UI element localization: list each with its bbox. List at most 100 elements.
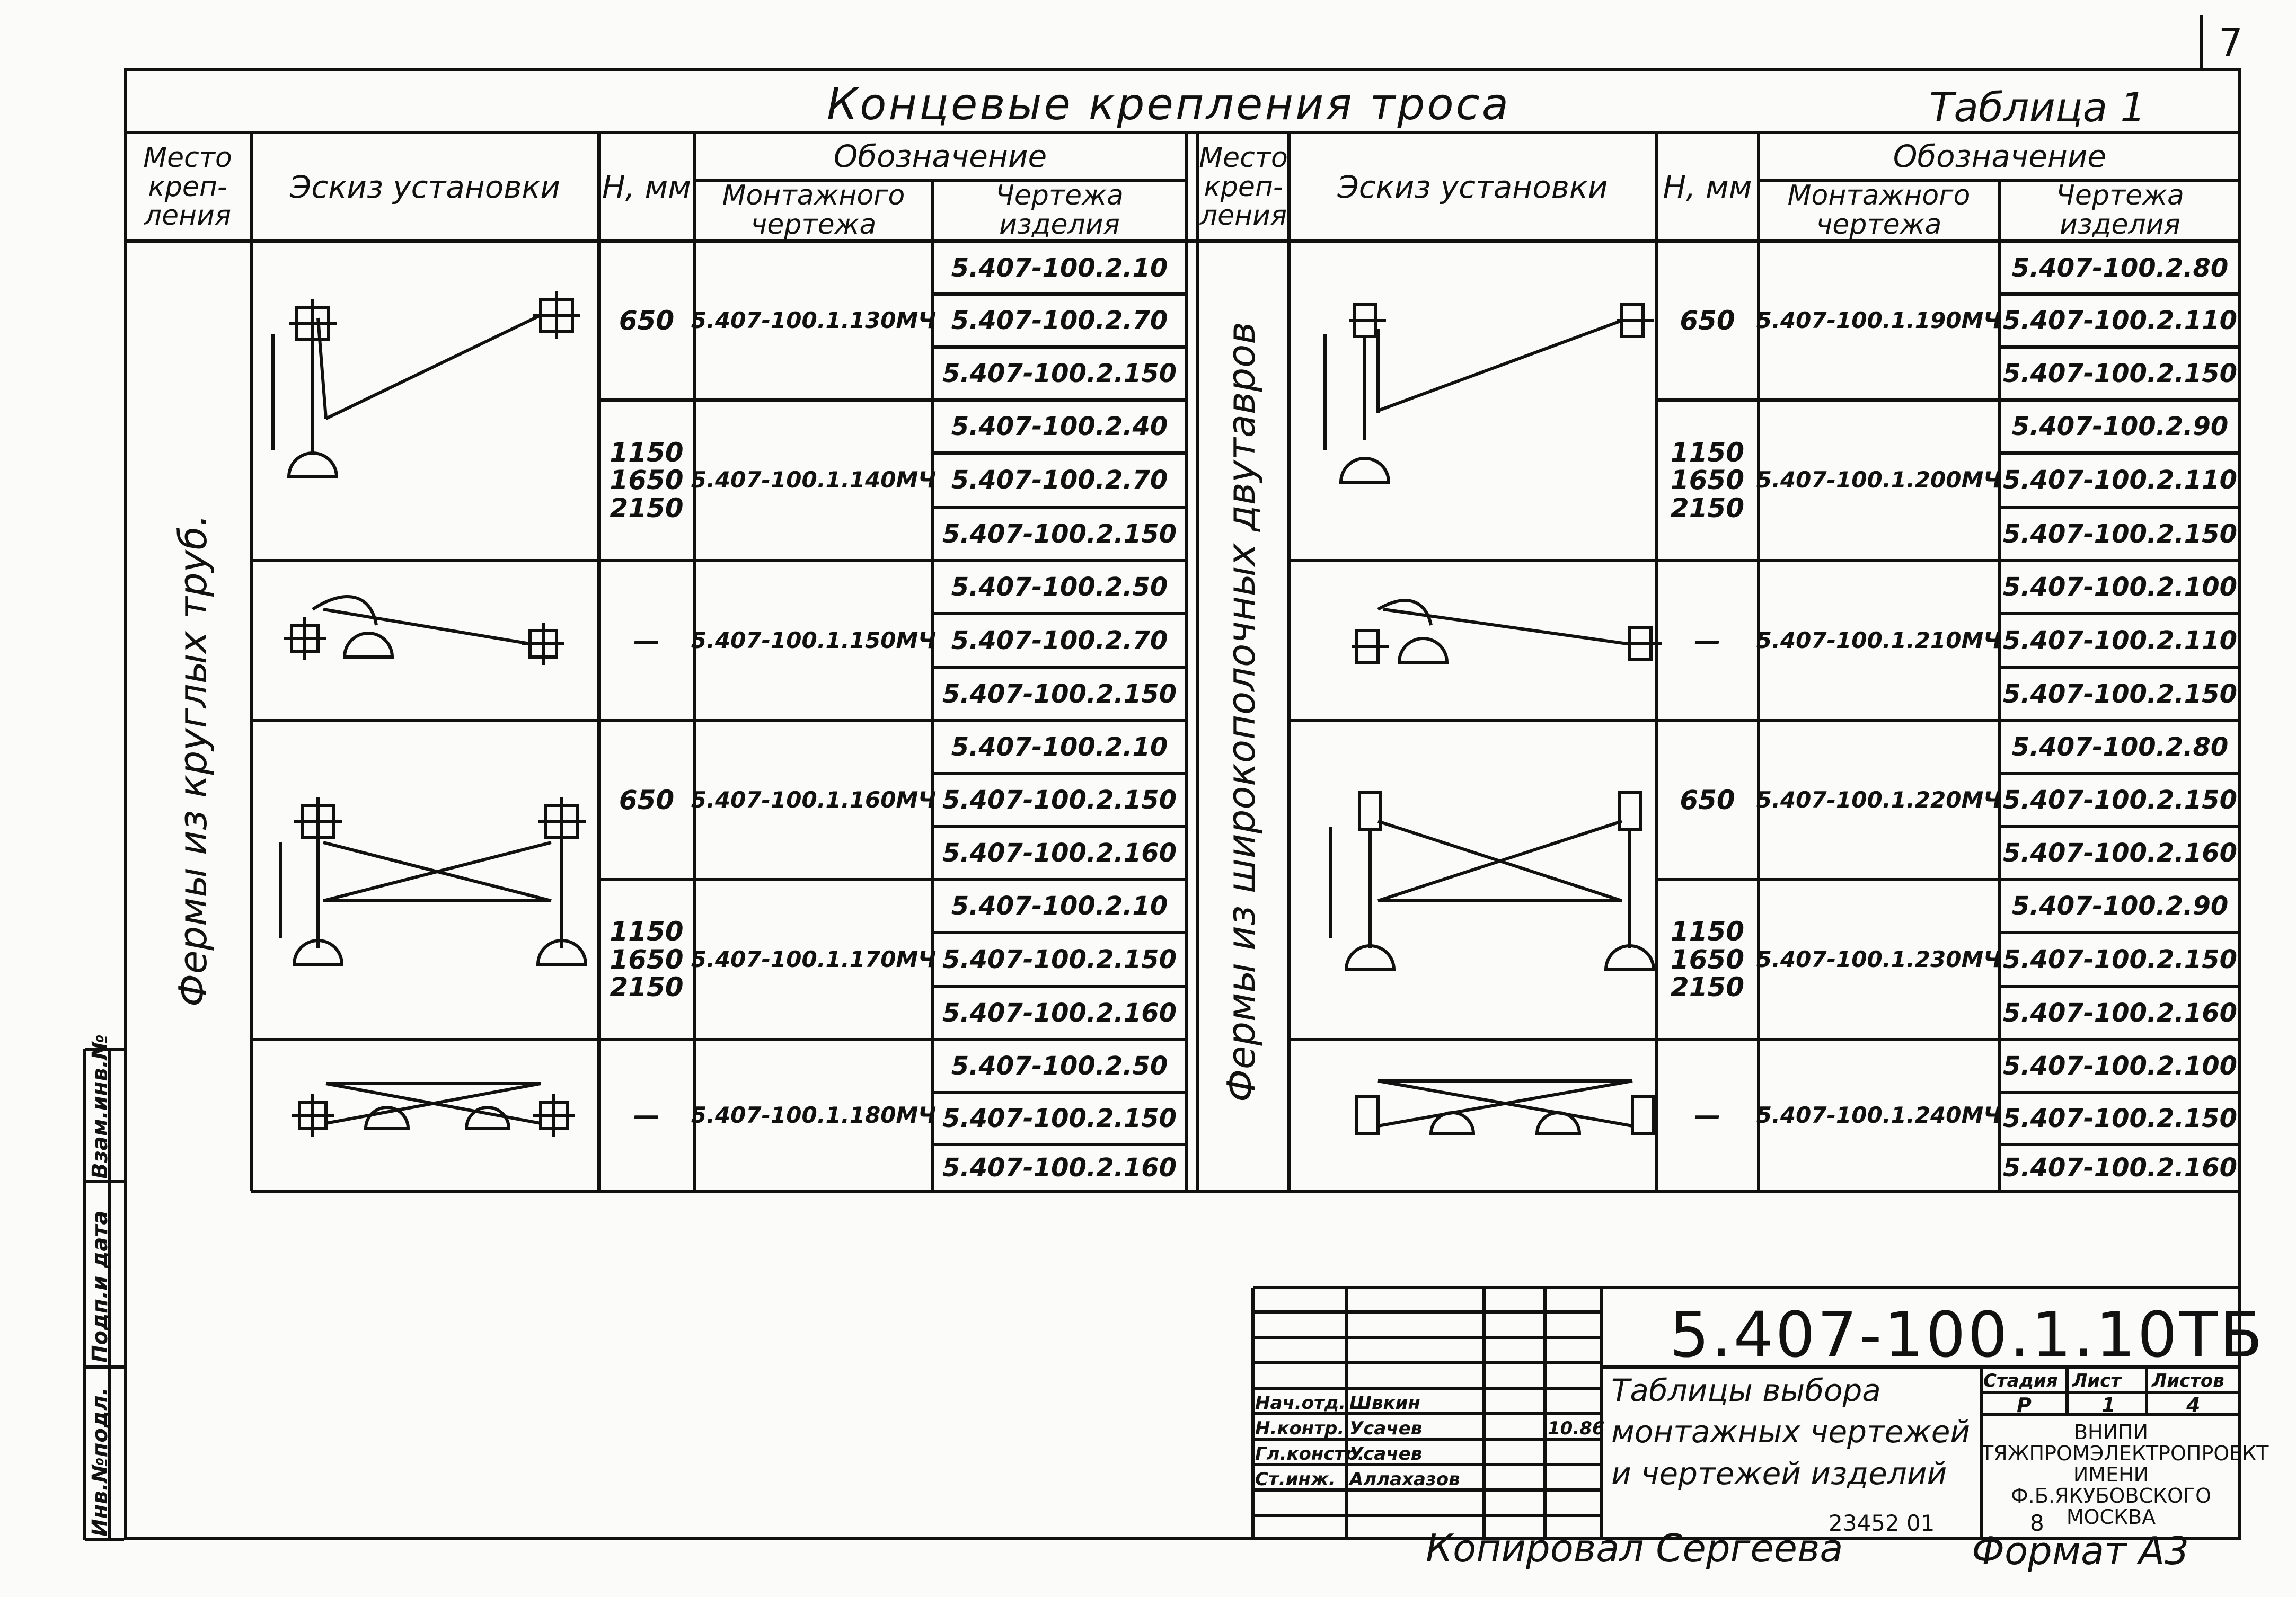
right-row-6-assembly: 5.407-100.1.240МЧ [1756,1102,2002,1128]
doc-name: Таблицы выбора монтажных чертежей и черт… [1611,1372,1971,1492]
sketch-right-6 [1355,1079,1655,1135]
left-row-2-product-2: 5.407-100.2.70 [951,465,1168,495]
left-row-1-product-3: 5.407-100.2.150 [942,358,1177,388]
org-line-2: ТЯЖПРОМЭЛЕКТРОПРОЕКТ [1981,1441,2269,1465]
header-product-right: Чертежа изделия [2056,180,2184,241]
side-stamp-replace: Взам.инв.№ [88,1034,112,1179]
copied-by: Копировал Сергеева [1426,1526,1843,1571]
left-row-5-product-2: 5.407-100.2.150 [942,944,1177,974]
group-label-left: Фермы из круглых труб. [171,514,215,1007]
side-stamp-inv: Инв.№подл. [88,1387,112,1537]
name-1: Швкин [1349,1392,1420,1414]
left-row-4-h: 650 [619,784,675,815]
sheet-number: 7 [2219,20,2243,65]
role-1: Нач.отд. [1255,1392,1346,1414]
left-row-1-product-2: 5.407-100.2.70 [951,305,1168,335]
right-row-4-h: 650 [1680,784,1735,815]
left-row-6-product-2: 5.407-100.2.150 [942,1103,1177,1133]
drawing-frame [124,68,2241,1540]
right-row-2-product-2: 5.407-100.2.110 [2002,465,2237,495]
order-number: 23452 01 [1829,1510,1935,1536]
right-row-1-product-3: 5.407-100.2.150 [2002,358,2237,388]
left-row-6-product-1: 5.407-100.2.50 [951,1051,1168,1081]
name-3: Усачев [1349,1443,1423,1465]
sketch-right-4 [1329,791,1656,971]
doc-code: 5.407-100.1.10ТБ [1670,1298,2265,1371]
right-row-5-product-3: 5.407-100.2.160 [2002,998,2237,1028]
sketch-left-1 [271,291,580,478]
header-place-right: Место креп- ления [1199,142,1288,232]
sketches [271,291,1662,1137]
left-row-1-h: 650 [619,305,675,336]
right-row-2-product-3: 5.407-100.2.150 [2002,519,2237,549]
left-row-2-assembly: 5.407-100.1.140МЧ [691,467,937,493]
header-designation-right: Обозначение [1893,138,2107,174]
header-product-left: Чертежа изделия [995,180,1124,241]
left-row-6-product-3: 5.407-100.2.160 [942,1152,1177,1183]
sketch-left-6 [292,1082,575,1137]
left-row-6-h: — [633,1099,660,1131]
sketch-left-2 [284,595,564,665]
sheet-number-box [2200,15,2247,68]
right-row-4-product-3: 5.407-100.2.160 [2002,838,2237,868]
table-label: Таблица 1 [1929,84,2146,131]
name-2: Усачев [1349,1418,1423,1439]
left-row-1-assembly: 5.407-100.1.130МЧ [691,307,937,334]
left-row-3-product-2: 5.407-100.2.70 [951,625,1168,655]
side-stamp-sign: Подп.и дата [88,1210,112,1363]
sketch-left-3 [279,797,588,966]
left-row-3-product-3: 5.407-100.2.150 [942,679,1177,709]
left-row-2-product-3: 5.407-100.2.150 [942,519,1177,549]
right-row-3-product-3: 5.407-100.2.150 [2002,679,2237,709]
right-row-2-h: 1150 1650 2150 [1670,437,1745,524]
right-row-3-product-1: 5.407-100.2.100 [2002,572,2237,602]
right-row-6-product-3: 5.407-100.2.160 [2002,1152,2237,1183]
header-assembly-left: Монтажного чертежа [722,180,905,241]
left-row-4-product-2: 5.407-100.2.150 [942,785,1177,815]
right-row-6-h: — [1694,1099,1721,1131]
right-row-3-product-2: 5.407-100.2.110 [2002,625,2237,655]
role-2: Н.контр. [1255,1418,1345,1439]
right-row-4-product-2: 5.407-100.2.150 [2002,785,2237,815]
right-row-1-product-1: 5.407-100.2.80 [2011,253,2229,283]
right-row-1-assembly: 5.407-100.1.190МЧ [1756,307,2002,334]
left-row-5-product-1: 5.407-100.2.10 [951,891,1168,921]
left-row-5-assembly: 5.407-100.1.170МЧ [691,946,937,972]
left-row-3-h: — [633,625,660,656]
header-designation-left: Обозначение [833,138,1047,174]
left-row-3-product-1: 5.407-100.2.50 [951,572,1168,602]
left-row-4-product-1: 5.407-100.2.10 [951,732,1168,762]
sheet-label: Лист [2072,1370,2121,1391]
stage-label: Стадия [1983,1370,2058,1391]
org-line-1: ВНИПИ [2073,1421,2149,1444]
header-sketch-left: Эскиз установки [289,168,561,205]
paper-format: Формат А3 [1972,1529,2189,1573]
group-label-right: Фермы из широкополочных двутавров [1219,322,1264,1102]
sketch-right-1 [1323,303,1654,484]
left-row-4-assembly: 5.407-100.1.160МЧ [691,786,937,813]
date: 10.86 [1548,1418,1605,1439]
right-row-3-h: — [1694,625,1721,656]
header-h-left: Н, мм [602,168,691,205]
header-assembly-right: Монтажного чертежа [1787,180,1971,241]
role-4: Ст.инж. [1255,1469,1336,1490]
header-sketch-right: Эскиз установки [1337,168,1608,205]
name-4: Аллахазов [1349,1469,1460,1490]
org-line-4: МОСКВА [2066,1505,2156,1529]
org-line-3: ИМЕНИ Ф.Б.ЯКУБОВСКОГО [2010,1462,2212,1507]
right-row-6-product-1: 5.407-100.2.100 [2002,1051,2237,1081]
sheets-value: 4 [2186,1394,2201,1417]
organization: ВНИПИ ТЯЖПРОМЭЛЕКТРОПРОЕКТ ИМЕНИ Ф.Б.ЯКУ… [1981,1421,2269,1529]
right-row-2-product-1: 5.407-100.2.90 [2011,411,2229,441]
left-row-2-product-1: 5.407-100.2.40 [951,411,1168,441]
right-row-6-product-2: 5.407-100.2.150 [2002,1103,2237,1133]
right-row-4-product-1: 5.407-100.2.80 [2011,732,2229,762]
right-row-3-assembly: 5.407-100.1.210МЧ [1756,627,2002,653]
left-row-5-h: 1150 1650 2150 [610,916,684,1003]
right-row-1-product-2: 5.407-100.2.110 [2002,305,2237,335]
right-row-5-h: 1150 1650 2150 [1670,916,1745,1003]
right-row-1-h: 650 [1680,305,1735,336]
right-row-4-assembly: 5.407-100.1.220МЧ [1756,786,2002,813]
left-row-2-h: 1150 1650 2150 [610,437,684,524]
role-3: Гл.констр. [1255,1443,1365,1465]
